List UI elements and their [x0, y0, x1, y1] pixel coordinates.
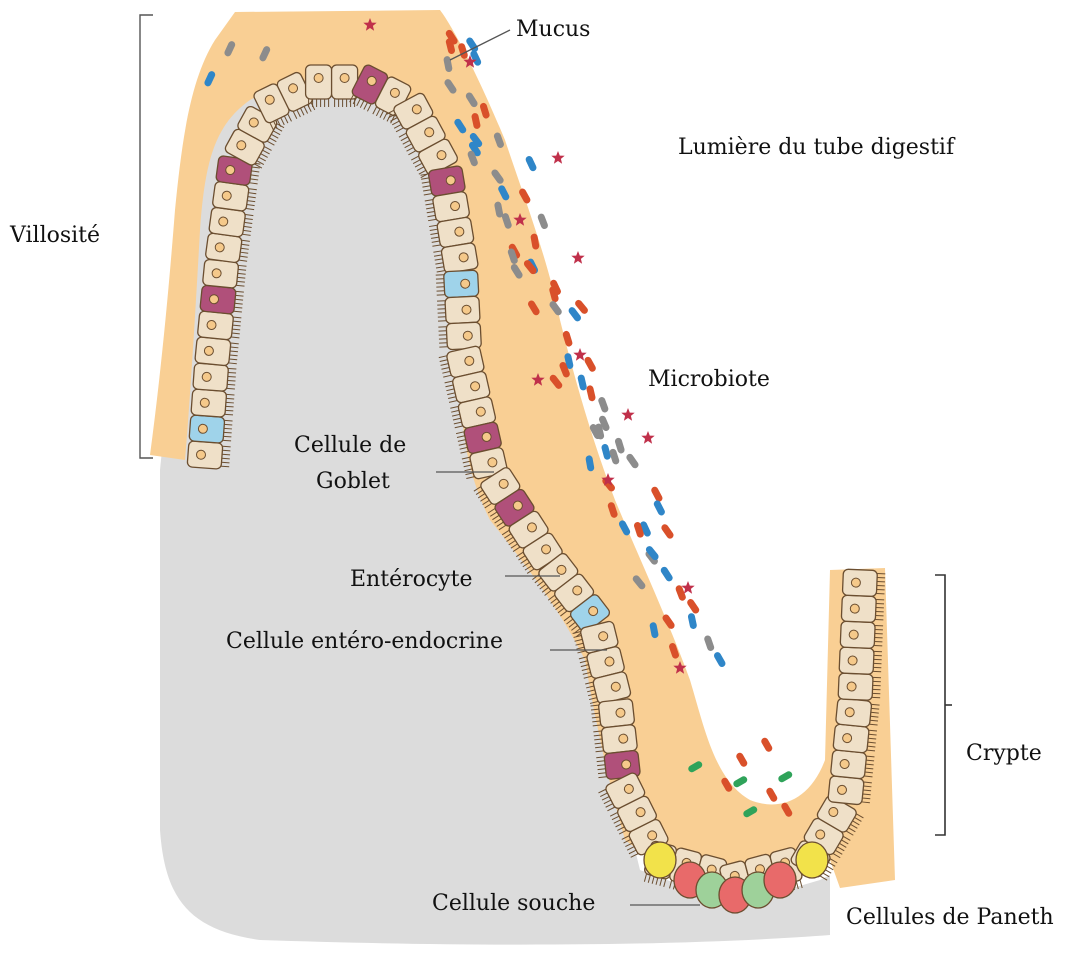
paneth-label: Cellules de Paneth — [846, 905, 1054, 930]
antimicrobial-peptide-icon — [641, 431, 654, 444]
stem-cell — [796, 842, 828, 878]
microbiota-label: Microbiote — [648, 367, 770, 392]
antimicrobial-peptide-icon — [571, 251, 584, 264]
goblet-label-line1: Cellule de — [294, 433, 406, 458]
bacterium — [597, 396, 609, 413]
bacterium — [687, 613, 697, 630]
mucus-label: Mucus — [516, 17, 590, 42]
villus-label: Villosité — [9, 223, 100, 248]
bacterium — [686, 598, 701, 615]
bacterium — [760, 737, 774, 753]
bacterium — [653, 499, 667, 516]
bacterium — [660, 523, 675, 540]
bacterium — [625, 452, 640, 469]
bacterium — [537, 213, 549, 230]
bacterium — [586, 385, 596, 402]
stem-cell — [644, 842, 676, 878]
bacterium — [583, 356, 597, 373]
bacterium — [650, 486, 664, 503]
lumen-label: Lumière du tube digestif — [678, 135, 956, 160]
bacterium — [777, 770, 793, 784]
antimicrobial-peptide-icon — [551, 151, 564, 164]
bacterium — [703, 635, 715, 652]
antimicrobial-peptide-icon — [621, 408, 634, 421]
crypt-bracket — [935, 575, 945, 835]
enteroendocrine-label: Cellule entéro-endocrine — [226, 629, 503, 654]
bacterium — [713, 651, 727, 668]
bacterium — [659, 565, 674, 582]
crypt-label: Crypte — [966, 741, 1042, 766]
enterocyte-label: Entérocyte — [350, 567, 472, 592]
antimicrobial-peptide-icon — [573, 348, 586, 361]
paneth-cell — [764, 862, 796, 898]
stem-cell-label: Cellule souche — [432, 891, 595, 916]
bacterium — [732, 775, 748, 789]
bacterium — [735, 752, 749, 768]
bacterium — [577, 374, 587, 391]
bacterium — [525, 155, 538, 172]
bacterium — [765, 787, 779, 803]
goblet-label-line2: Goblet — [316, 469, 390, 494]
villus-bracket — [140, 15, 153, 458]
